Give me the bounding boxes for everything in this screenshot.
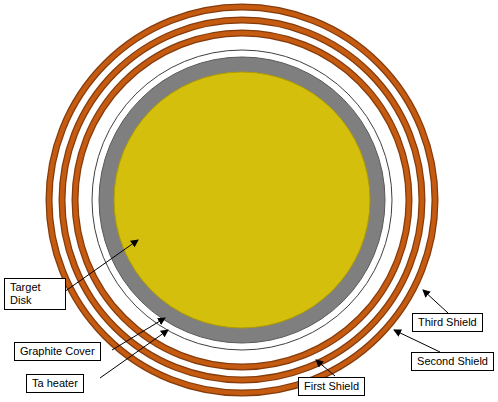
label-box: Graphite Cover [14, 342, 101, 361]
third-shield-fill [49, 7, 435, 393]
first-shield-ring [75, 33, 409, 367]
label-box: Second Shield [411, 352, 494, 371]
label-box: Third Shield [412, 313, 483, 332]
label-box: Target Disk [4, 278, 66, 310]
leader-line [64, 240, 138, 292]
label-box: Ta heater [26, 374, 84, 393]
part-label: Target Disk [10, 281, 41, 306]
label-box: First Shield [298, 377, 365, 396]
leader-line [394, 330, 440, 352]
leader-line [316, 360, 335, 376]
part-label: First Shield [304, 380, 359, 392]
first-shield-fill [75, 33, 409, 367]
leader-line [100, 330, 168, 378]
ta-heater [92, 50, 392, 350]
part-label: Graphite Cover [20, 345, 95, 357]
third-shield-ring [49, 7, 435, 393]
part-label: Ta heater [32, 377, 78, 389]
target-disk [114, 72, 370, 328]
graphite-cover [99, 57, 385, 343]
second-shield-fill [62, 20, 422, 380]
leader-line [112, 318, 165, 350]
second-shield-ring [62, 20, 422, 380]
part-label: Third Shield [418, 316, 477, 328]
leader-line [423, 290, 448, 313]
part-label: Second Shield [417, 355, 488, 367]
